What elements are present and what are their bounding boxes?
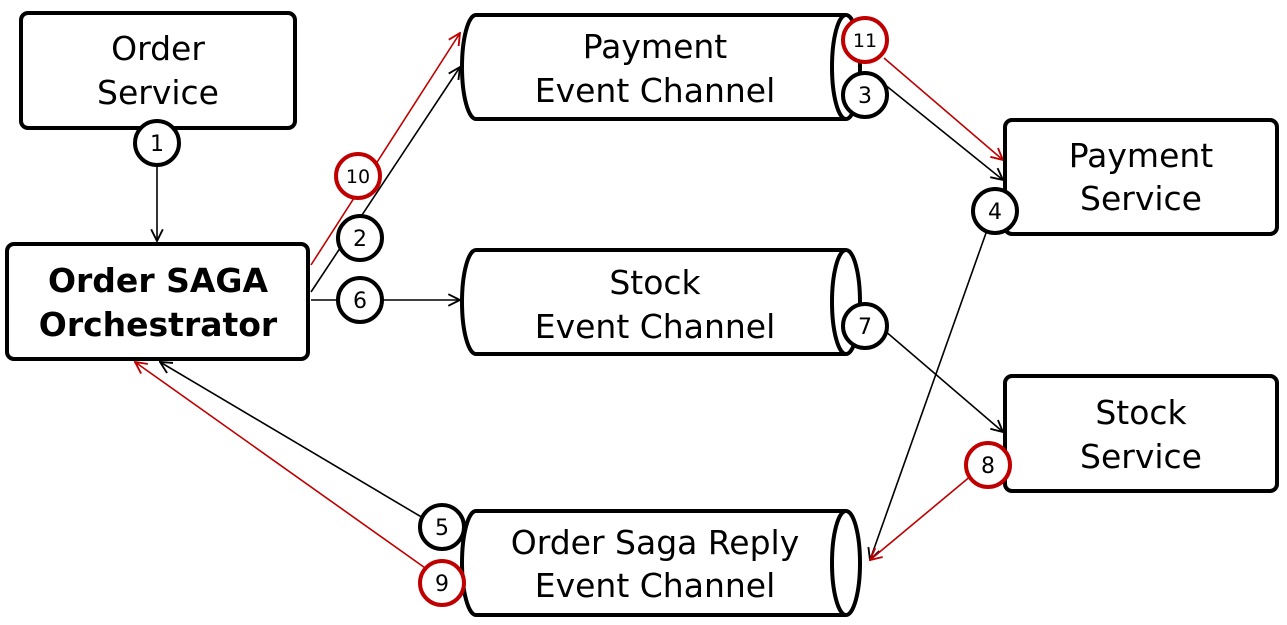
step-8-label: 8 — [981, 454, 995, 479]
orchestrator-label-line1: Order SAGA — [48, 261, 268, 300]
edge-payment-channel-to-payment-service — [883, 83, 1003, 180]
step-6-label: 6 — [353, 289, 367, 314]
orchestrator-box: Order SAGA Orchestrator — [5, 242, 310, 361]
step-11-badge: 11 — [841, 16, 889, 64]
step-9-badge: 9 — [418, 559, 466, 607]
payment-service-label-line2: Service — [1080, 179, 1202, 218]
step-2-badge: 2 — [336, 214, 384, 262]
edge-compensation-stock-service-to-reply-channel — [870, 474, 973, 560]
reply-channel-label-line1: Order Saga Reply — [511, 523, 800, 562]
step-1-badge: 1 — [133, 119, 181, 167]
order-service-box: Order Service — [19, 11, 297, 130]
step-3-badge: 3 — [841, 71, 889, 119]
edge-orchestrator-to-payment-channel — [310, 67, 460, 293]
step-1-label: 1 — [150, 132, 164, 157]
step-3-label: 3 — [858, 84, 872, 109]
step-6-badge: 6 — [336, 276, 384, 324]
stock-service-box: Stock Service — [1003, 374, 1279, 493]
orchestrator-label-line2: Orchestrator — [39, 305, 278, 344]
step-2-label: 2 — [353, 227, 367, 252]
edge-compensation-payment-channel-to-payment-service — [883, 57, 1003, 160]
step-badges: 1 2 10 6 11 3 7 4 — [133, 16, 1019, 607]
step-11-label: 11 — [853, 30, 877, 52]
step-7-label: 7 — [858, 315, 872, 340]
step-7-badge: 7 — [841, 302, 889, 350]
reply-channel-label-line2: Event Channel — [535, 566, 776, 605]
edge-compensation-reply-channel-to-orchestrator — [135, 362, 429, 571]
step-9-label: 9 — [435, 572, 449, 597]
payment-service-box: Payment Service — [1003, 118, 1279, 236]
step-4-badge: 4 — [971, 187, 1019, 235]
stock-event-channel: Stock Event Channel — [460, 248, 862, 356]
step-10-badge: 10 — [334, 152, 382, 200]
edge-stock-channel-to-stock-service — [883, 329, 1003, 432]
stock-service-label-line2: Service — [1080, 437, 1202, 476]
edge-compensation-orchestrator-to-payment-channel — [310, 33, 460, 266]
payment-channel-label-line1: Payment — [583, 27, 728, 66]
edge-payment-service-to-reply-channel — [870, 232, 987, 560]
stock-channel-label-line1: Stock — [609, 263, 701, 302]
edge-reply-channel-to-orchestrator — [160, 362, 441, 529]
payment-service-label-line1: Payment — [1069, 136, 1214, 175]
step-5-badge: 5 — [418, 503, 466, 551]
order-service-label-line1: Order — [111, 29, 205, 68]
step-10-label: 10 — [346, 166, 370, 188]
step-8-badge: 8 — [964, 441, 1012, 489]
order-saga-reply-event-channel: Order Saga Reply Event Channel — [460, 509, 862, 617]
step-5-label: 5 — [435, 516, 449, 541]
payment-channel-label-line2: Event Channel — [535, 71, 776, 110]
order-service-label-line2: Service — [97, 73, 219, 112]
stock-channel-label-line2: Event Channel — [535, 307, 776, 346]
stock-service-label-line1: Stock — [1095, 393, 1187, 432]
step-4-label: 4 — [988, 200, 1002, 225]
payment-event-channel: Payment Event Channel — [460, 13, 862, 121]
edges — [135, 33, 1003, 571]
